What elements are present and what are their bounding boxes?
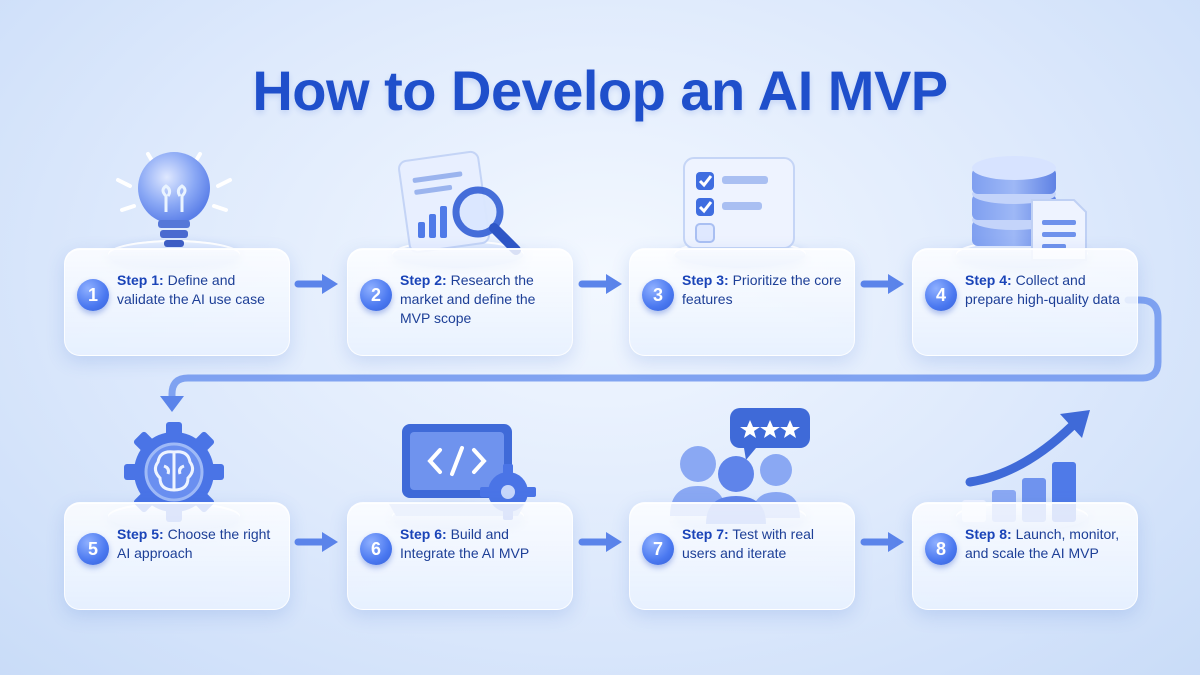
arrow-right-icon: [860, 532, 904, 552]
step-text: Step 6: Build and Integrate the AI MVP: [400, 526, 530, 561]
step-text: Step 2: Research the market and define t…: [400, 272, 536, 326]
step-number: 7: [642, 533, 674, 565]
step-text: Step 3: Prioritize the core features: [682, 272, 842, 307]
step-number: 3: [642, 279, 674, 311]
step-card-2: 2 Step 2: Research the market and define…: [347, 248, 573, 356]
step-number: 2: [360, 279, 392, 311]
step-number: 4: [925, 279, 957, 311]
arrow-right-icon: [860, 274, 904, 294]
database-icon: [972, 156, 1087, 261]
step-card-4: 4 Step 4: Collect and prepare high-quali…: [912, 248, 1138, 356]
step-text: Step 7: Test with real users and iterate: [682, 526, 815, 561]
step-text: Step 8: Launch, monitor, and scale the A…: [965, 526, 1120, 561]
lightbulb-icon: [116, 152, 232, 247]
step-text: Step 4: Collect and prepare high-quality…: [965, 272, 1120, 307]
step-card-8: 8 Step 8: Launch, monitor, and scale the…: [912, 502, 1138, 610]
step-card-6: 6 Step 6: Build and Integrate the AI MVP: [347, 502, 573, 610]
arrow-right-icon: [578, 274, 622, 294]
step-text: Step 5: Choose the right AI approach: [117, 526, 271, 561]
magnifier-report-icon: [398, 150, 521, 255]
arrow-right-icon: [294, 274, 338, 294]
step-card-1: 1 Step 1: Define and validate the AI use…: [64, 248, 290, 356]
step-card-3: 3 Step 3: Prioritize the core features: [629, 248, 855, 356]
checklist-icon: [683, 157, 795, 249]
step-number: 1: [77, 279, 109, 311]
step-card-5: 5 Step 5: Choose the right AI approach: [64, 502, 290, 610]
page-title: How to Develop an AI MVP: [252, 59, 948, 122]
arrow-right-icon: [578, 532, 622, 552]
step-number: 5: [77, 533, 109, 565]
step-number: 6: [360, 533, 392, 565]
step-number: 8: [925, 533, 957, 565]
step-card-7: 7 Step 7: Test with real users and itera…: [629, 502, 855, 610]
step-text: Step 1: Define and validate the AI use c…: [117, 272, 265, 307]
arrow-right-icon: [294, 532, 338, 552]
